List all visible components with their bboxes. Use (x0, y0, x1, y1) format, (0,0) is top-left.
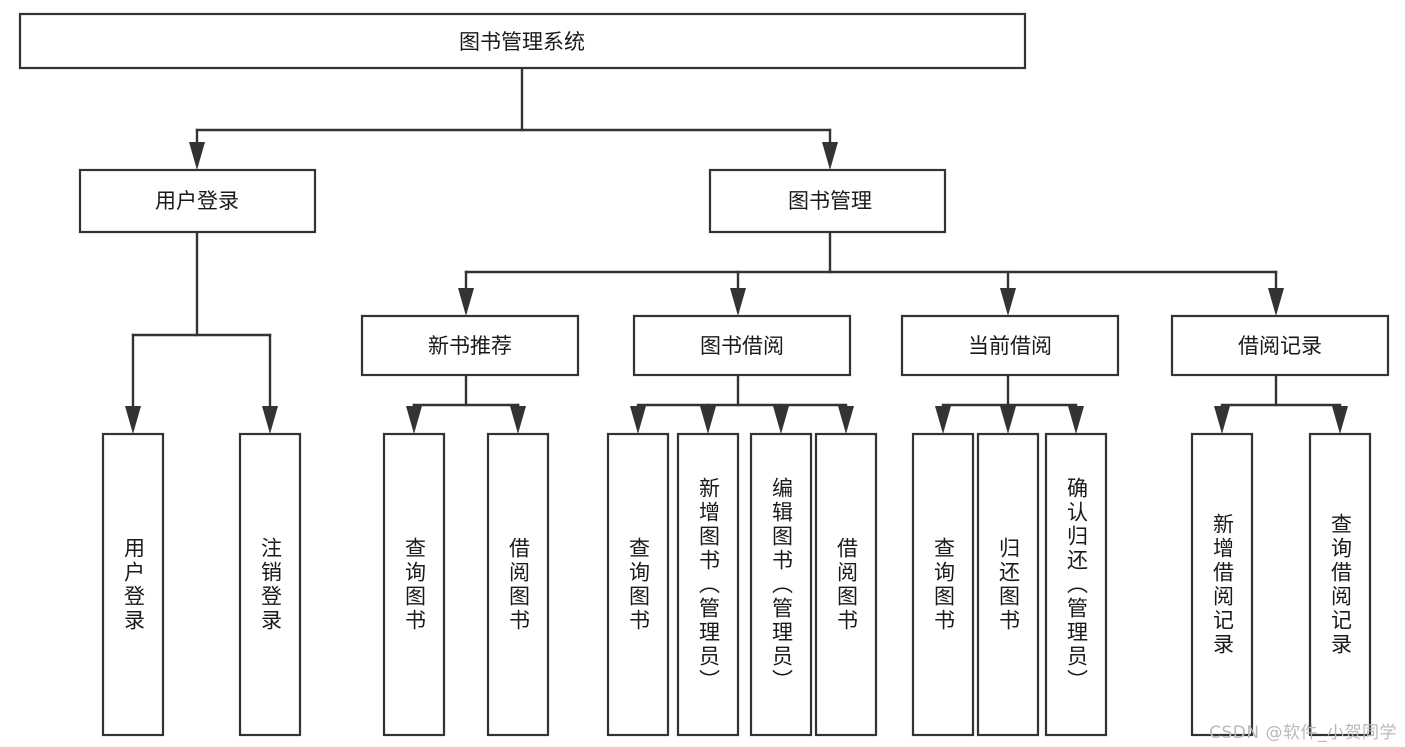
arrow-to-leaf-return-book (1000, 406, 1016, 434)
arrow-to-leaf-query-book-1 (406, 406, 422, 434)
node-leaf-query-record-box[interactable] (1308, 432, 1372, 737)
arrow-to-leaf-borrow-book-2 (838, 406, 854, 434)
arrow-to-leaf-user-login (125, 406, 141, 434)
node-leaf-return-book-box[interactable] (976, 432, 1040, 737)
arrow-to-leaf-add-record (1214, 406, 1230, 434)
connector-layer (125, 66, 1348, 434)
arrow-to-borrow-record (1268, 288, 1284, 316)
node-leaf-logout-login-box[interactable] (238, 432, 302, 737)
node-user-login-box[interactable] (78, 168, 317, 234)
arrow-to-leaf-edit-book (773, 406, 789, 434)
node-root-box[interactable] (18, 12, 1027, 70)
node-borrow-record-label: 借阅记录 (1238, 334, 1322, 358)
arrow-to-leaf-logout-login (262, 406, 278, 434)
arrow-to-leaf-query-book-3 (935, 406, 951, 434)
node-leaf-borrow-book-2-box[interactable] (814, 432, 878, 737)
arrow-to-leaf-query-book-2 (630, 406, 646, 434)
node-leaf-user-login-box[interactable] (101, 432, 165, 737)
arrow-to-leaf-query-record (1332, 406, 1348, 434)
arrow-to-current-borrow (1000, 288, 1016, 316)
node-layer: 图书管理系统 用户登录 图书管理 新书推荐 图书借阅 当前借阅 借阅记录 (18, 12, 1390, 737)
arrow-to-book-management (822, 142, 838, 170)
arrow-to-book-borrow (730, 288, 746, 316)
node-leaf-edit-book-box[interactable] (749, 432, 813, 737)
node-book-borrow-box[interactable] (632, 314, 852, 377)
node-book-management-box[interactable] (708, 168, 947, 234)
arrow-to-leaf-confirm-return (1068, 406, 1084, 434)
node-leaf-add-book-box[interactable] (676, 432, 740, 737)
node-current-borrow-label: 当前借阅 (968, 334, 1052, 358)
node-root-label: 图书管理系统 (459, 30, 585, 54)
node-leaf-query-book-1-box[interactable] (382, 432, 446, 737)
arrow-to-leaf-add-book (700, 406, 716, 434)
node-borrow-record-box[interactable] (1170, 314, 1390, 377)
node-leaf-borrow-book-1-box[interactable] (486, 432, 550, 737)
node-leaf-add-record-box[interactable] (1190, 432, 1254, 737)
node-book-borrow-label: 图书借阅 (700, 334, 784, 358)
node-leaf-query-book-3-box[interactable] (911, 432, 975, 737)
node-current-borrow-box[interactable] (900, 314, 1120, 377)
node-user-login-label: 用户登录 (155, 189, 239, 213)
node-new-book-recommend-box[interactable] (360, 314, 580, 377)
arrow-to-user-login (189, 142, 205, 170)
node-leaf-query-book-2-box[interactable] (606, 432, 670, 737)
csdn-watermark: CSDN @软件_小贺同学 (1209, 723, 1397, 743)
node-book-management-label: 图书管理 (788, 189, 872, 213)
arrow-to-new-book-recommend (458, 288, 474, 316)
node-leaf-confirm-return-box[interactable] (1044, 432, 1108, 737)
arrow-to-leaf-borrow-book-1 (510, 406, 526, 434)
node-new-book-recommend-label: 新书推荐 (428, 334, 512, 358)
